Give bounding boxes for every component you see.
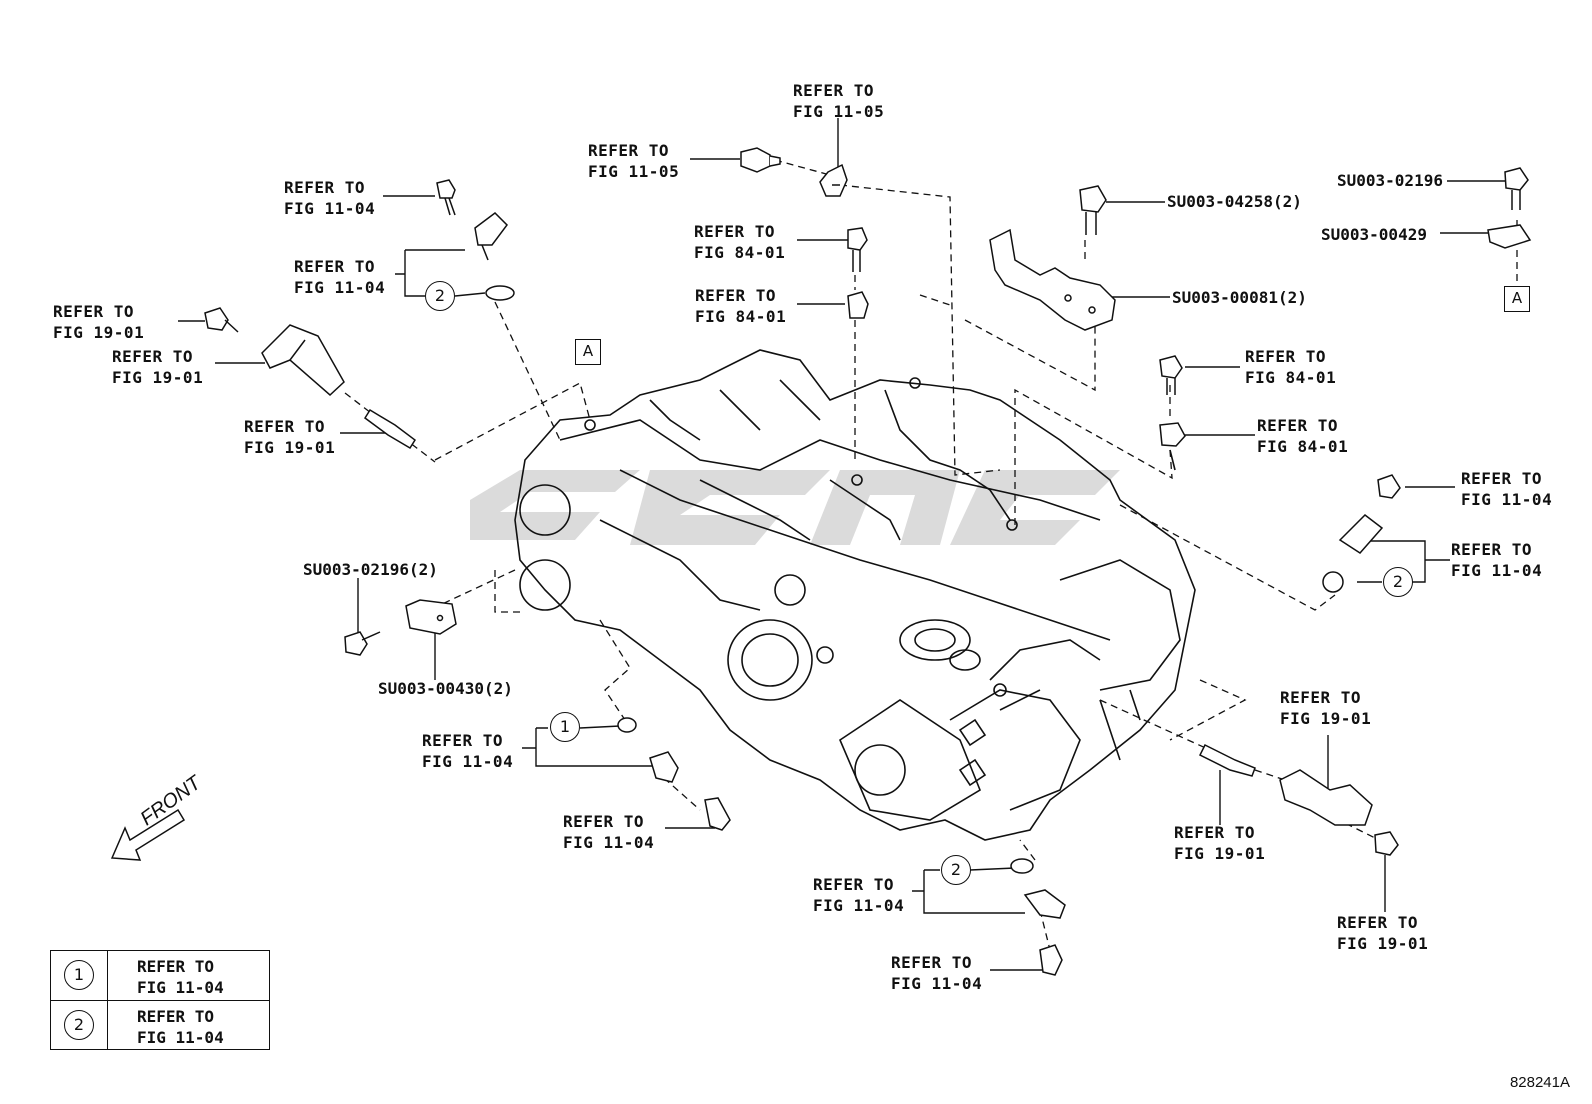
bolt-icon [1079,185,1107,235]
diagram-code: 828241A [1509,1074,1570,1091]
o-ring-icon [485,285,515,301]
part-code-bolt-center: SU003-04258(2) [1167,192,1302,211]
bolt-icon [1039,944,1063,976]
part-code-plate-top-right: SU003-00429 [1321,225,1427,244]
legend-row: 2 REFER TO FIG 11-04 [51,1000,269,1050]
legend-text: REFER TO FIG 11-04 [137,1007,224,1047]
sensor-icon [847,291,869,319]
front-arrow-icon [110,808,186,861]
sensor-icon [1338,514,1384,554]
part-code-bolt-left: SU003-02196(2) [303,560,438,579]
sensor-icon [474,212,508,261]
legend-row: 1 REFER TO FIG 11-04 [51,951,269,1000]
sensor-icon [1159,422,1186,447]
legend-symbol-cell: 1 [51,951,108,1000]
spark-plug-icon [363,408,417,450]
ignition-coil-icon [1279,769,1373,826]
o-ring-icon [1322,571,1344,593]
circle-marker-2: 2 [1383,567,1413,597]
bracket-icon [405,599,457,635]
bolt-icon [1504,167,1529,210]
circle-marker-2: 2 [941,855,971,885]
components [204,147,1532,976]
o-ring-icon [1010,858,1034,874]
circle-marker-1: 1 [64,960,94,990]
bolt-icon [1159,355,1183,395]
reference-marker-a: A [575,339,601,365]
legend-text: REFER TO FIG 11-04 [137,957,224,997]
bolt-icon [204,307,239,333]
part-code-bracket-left: SU003-00430(2) [378,679,513,698]
watermark-logo [470,470,1120,545]
sensor-icon [819,163,848,197]
bolt-icon [1377,474,1401,499]
bolt-icon [1374,831,1399,856]
bracket-icon [989,228,1116,331]
circle-marker-1: 1 [550,712,580,742]
bolt-icon [740,147,781,173]
dashed-leaders [344,159,1518,951]
circle-marker-2: 2 [425,281,455,311]
bolt-icon [436,179,456,216]
reference-marker-a: A [1504,286,1530,312]
solid-leaders [178,118,1505,971]
bolt-icon [704,797,731,831]
spark-plug-icon [1198,743,1256,777]
bolt-icon [847,227,868,272]
legend-table: 1 REFER TO FIG 11-04 2 REFER TO FIG 11-0… [50,950,270,1050]
bolt-icon [344,631,381,656]
sensor-icon [649,751,679,783]
part-code-bolt-top-right: SU003-02196 [1337,171,1443,190]
ignition-coil-icon [261,324,345,397]
o-ring-icon [617,717,637,733]
legend-symbol-cell: 2 [51,1001,108,1050]
sensor-icon [1023,889,1066,919]
circle-marker-2: 2 [64,1010,94,1040]
plate-icon [1487,224,1532,249]
part-code-bracket-center: SU003-00081(2) [1172,288,1307,307]
engine-block [514,349,1196,841]
